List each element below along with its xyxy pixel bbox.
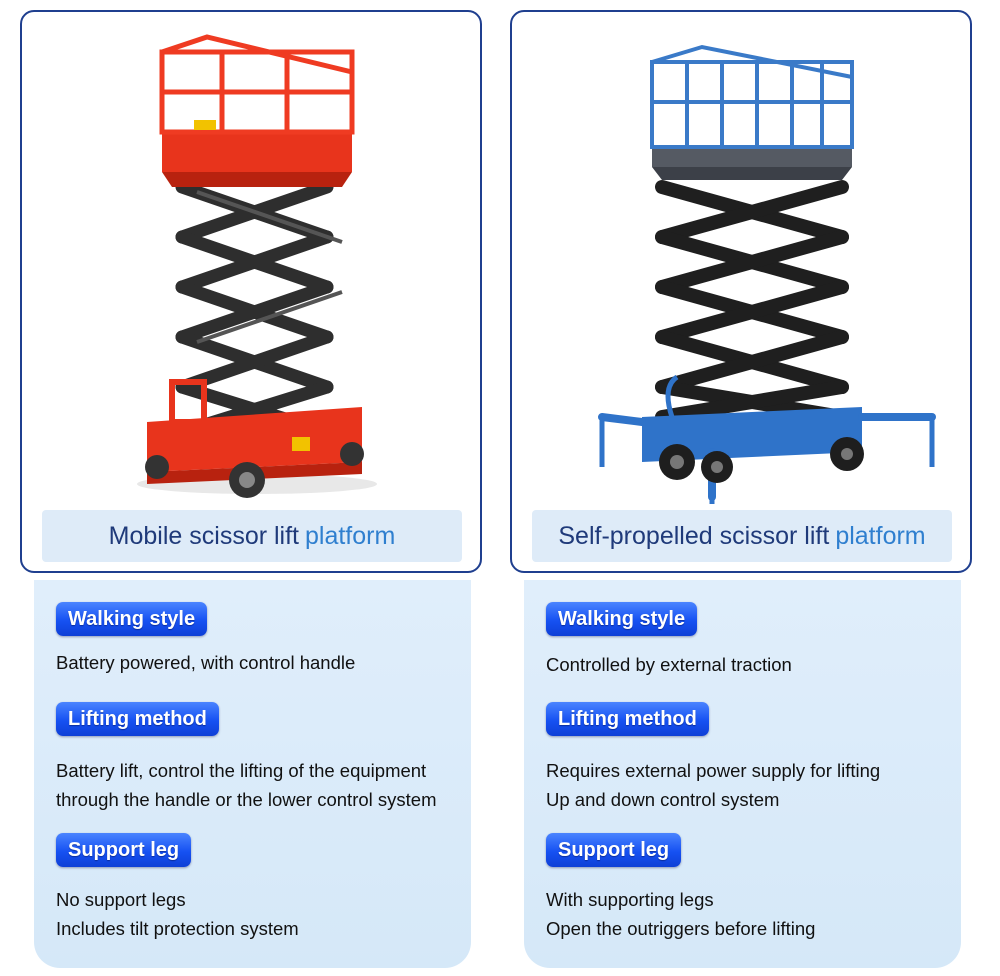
section-text: Controlled by external traction bbox=[546, 654, 792, 675]
section-label: Support leg bbox=[56, 833, 192, 867]
spec-panel: Walking style Battery powered, with cont… bbox=[34, 580, 471, 968]
product-column-mobile: Mobile scissor lift platform Walking sty… bbox=[20, 0, 490, 976]
section-text: Includes tilt protection system bbox=[56, 918, 299, 939]
spec-section-support: Support leg No support legs Includes til… bbox=[56, 833, 299, 943]
spec-section-lifting: Lifting method Battery lift, control the… bbox=[56, 702, 437, 814]
section-text: Battery lift, control the lifting of the… bbox=[56, 760, 427, 781]
section-text: Up and down control system bbox=[546, 789, 780, 810]
section-text: through the handle or the lower control … bbox=[56, 789, 437, 810]
section-text: With supporting legs bbox=[546, 889, 714, 910]
product-card: Self-propelled scissor lift platform bbox=[510, 10, 972, 573]
product-title-highlight: platform bbox=[305, 521, 396, 550]
section-label: Lifting method bbox=[56, 702, 219, 736]
spec-section-lifting: Lifting method Requires external power s… bbox=[546, 702, 880, 814]
spec-panel: Walking style Controlled by external tra… bbox=[524, 580, 961, 968]
section-label: Walking style bbox=[546, 602, 698, 636]
product-title-main: Mobile scissor lift bbox=[108, 521, 299, 550]
section-label: Lifting method bbox=[546, 702, 709, 736]
spec-section-walking: Walking style Controlled by external tra… bbox=[546, 602, 792, 679]
product-title-highlight: platform bbox=[835, 521, 926, 550]
spec-section-walking: Walking style Battery powered, with cont… bbox=[56, 602, 355, 677]
section-text: Requires external power supply for lifti… bbox=[546, 760, 881, 781]
product-column-self-propelled: Self-propelled scissor lift platform Wal… bbox=[510, 0, 980, 976]
red-scissor-lift-image bbox=[137, 34, 377, 498]
section-text: No support legs bbox=[56, 889, 186, 910]
product-card: Mobile scissor lift platform bbox=[20, 10, 482, 573]
section-label: Walking style bbox=[56, 602, 208, 636]
product-title: Mobile scissor lift platform bbox=[42, 510, 462, 562]
product-title-main: Self-propelled scissor lift bbox=[558, 521, 830, 550]
product-title: Self-propelled scissor lift platform bbox=[532, 510, 952, 562]
section-text: Battery powered, with control handle bbox=[56, 652, 356, 673]
section-label: Support leg bbox=[546, 833, 682, 867]
section-text: Open the outriggers before lifting bbox=[546, 918, 816, 939]
blue-scissor-lift-image bbox=[598, 44, 936, 504]
spec-section-support: Support leg With supporting legs Open th… bbox=[546, 833, 815, 943]
